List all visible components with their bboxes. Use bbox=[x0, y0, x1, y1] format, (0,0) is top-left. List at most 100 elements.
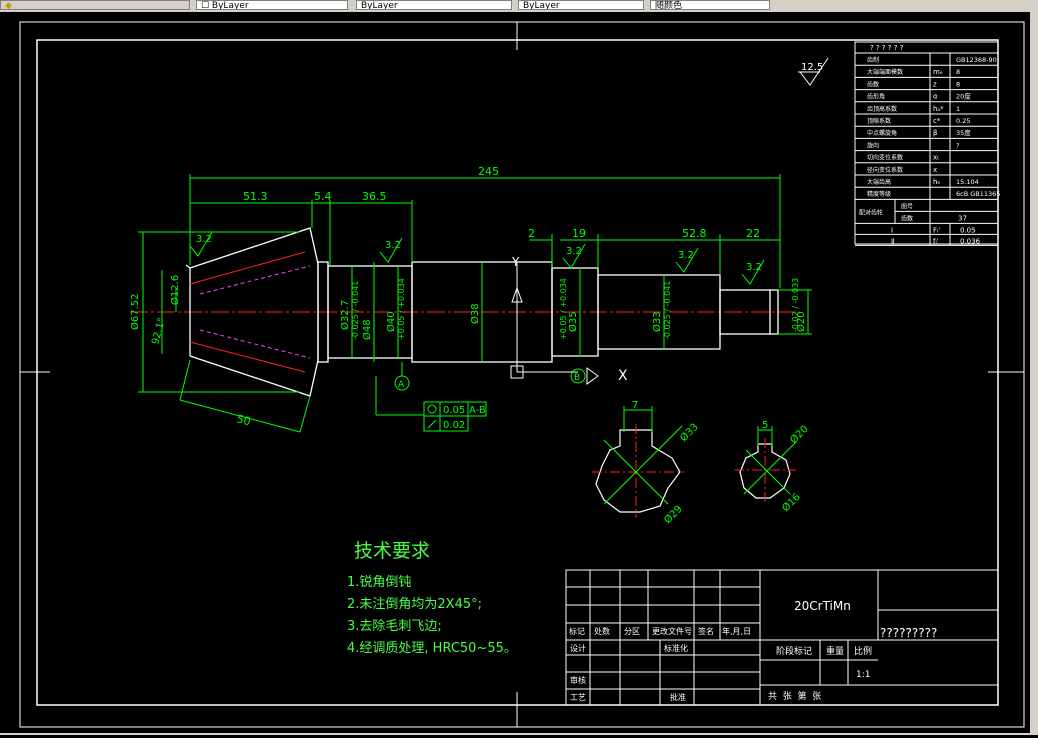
gear-param-symbol: hₑ bbox=[933, 178, 940, 186]
center-marks bbox=[20, 22, 1024, 727]
gear-param-symbol: xₜ bbox=[933, 154, 939, 162]
svg-text:12.5: 12.5 bbox=[801, 62, 823, 73]
dim-52: 52.8 bbox=[682, 227, 707, 240]
dim-19: 19 bbox=[572, 227, 586, 240]
process-label: 工艺 bbox=[570, 693, 586, 702]
dim-dia-35: Ø35 bbox=[567, 311, 579, 332]
rev-label-1: 处数 bbox=[594, 626, 610, 636]
tol-value-2: 0.02 bbox=[443, 420, 465, 431]
title-block-grid bbox=[565, 569, 999, 706]
scale-label: 比例 bbox=[854, 645, 872, 657]
vertical-dimensions bbox=[138, 231, 812, 393]
gear-root-lines bbox=[199, 265, 311, 359]
gear-param-label: 切向变位系数 bbox=[867, 154, 903, 162]
dim-dia-20-tol: -0.02 / -0.033 bbox=[791, 278, 800, 332]
dim-dia-33-tol: -0.025 / -0.041 bbox=[663, 281, 672, 340]
svg-text:7: 7 bbox=[632, 400, 638, 411]
dim-dia-35-tol: +0.05 / +0.034 bbox=[559, 278, 568, 340]
svg-text:Ø20: Ø20 bbox=[788, 423, 811, 446]
gear-param-symbol: c* bbox=[933, 117, 941, 125]
svg-text:B: B bbox=[574, 373, 580, 383]
dim-5: 5.4 bbox=[314, 190, 332, 203]
gear-param-label: 中点螺旋角 bbox=[867, 129, 897, 137]
cad-drawing[interactable]: 12.5 3.2 3.2 3.2 3.2 3.2 bbox=[0, 12, 1030, 734]
rev-label-5: 年,月,日 bbox=[722, 626, 751, 636]
check-symbol: fᵢ' bbox=[933, 237, 939, 245]
rough3-text: 3.2 bbox=[566, 246, 582, 257]
dim-dia-48: Ø48 bbox=[361, 319, 373, 340]
gear-param-symbol: hₐ* bbox=[933, 105, 944, 113]
svg-text:Ø16: Ø16 bbox=[780, 491, 803, 514]
rev-label-3: 更改文件号 bbox=[652, 626, 692, 636]
gear-param-label: 大端端面模数 bbox=[867, 68, 903, 76]
tech-req-item: 3.去除毛刺飞边; bbox=[347, 619, 442, 634]
drawing-canvas[interactable]: 12.5 3.2 3.2 3.2 3.2 3.2 bbox=[0, 12, 1030, 734]
gear-param-value: ? bbox=[956, 141, 959, 149]
tech-requirements-list: 1.锐角倒钝 2.未注倒角均为2X45°; 3.去除毛刺飞边; 4.经调质处理,… bbox=[347, 572, 517, 660]
lineweight-dropdown[interactable]: ByLayer bbox=[518, 0, 644, 10]
gear-param-label: 旋向 bbox=[867, 141, 879, 149]
gear-pitch-lines bbox=[189, 251, 306, 373]
dim-245: 245 bbox=[478, 165, 499, 178]
svg-text:? ? ? ? ? ?: ? ? ? ? ? ? bbox=[870, 44, 904, 52]
gear-param-symbol: mₑ bbox=[933, 68, 943, 76]
dim-50: 50 bbox=[235, 412, 252, 428]
plotstyle-dropdown[interactable]: 随颜色 bbox=[650, 0, 770, 10]
svg-text:Ø33: Ø33 bbox=[678, 421, 701, 444]
material-text: 20CrTiMn bbox=[794, 599, 851, 613]
datum-b: B bbox=[570, 367, 599, 385]
dim-dia-20: Ø20 bbox=[795, 311, 807, 332]
linetype-dropdown[interactable]: ByLayer bbox=[356, 0, 512, 10]
tech-req-item: 4.经调质处理, HRC50~55。 bbox=[347, 641, 517, 656]
section-right: 5 Ø20 Ø16 bbox=[734, 420, 811, 514]
dim-dia-38: Ø38 bbox=[469, 303, 481, 324]
check-group: Ⅰ bbox=[891, 226, 893, 234]
svg-text:Ø29: Ø29 bbox=[662, 503, 685, 526]
gear-param-label: 齿数 bbox=[867, 80, 879, 88]
gear-param-label: 齿制 bbox=[867, 56, 879, 64]
rev-label-2: 分区 bbox=[624, 627, 640, 636]
datum-a: A bbox=[394, 362, 410, 391]
gear-param-label: 顶隙系数 bbox=[867, 117, 891, 125]
svg-text:5: 5 bbox=[762, 420, 768, 431]
roughness-symbol-general: 12.5 bbox=[798, 57, 829, 86]
check-value: 0.036 bbox=[960, 237, 981, 245]
horizontal-dimensions bbox=[179, 174, 781, 433]
gear-param-label: 大端齿高 bbox=[867, 178, 891, 186]
dim-dia-33: Ø33 bbox=[651, 311, 663, 332]
gear-param-symbol: α bbox=[933, 93, 938, 101]
gear-param-value: 20度 bbox=[956, 92, 971, 101]
rev-label-0: 标记 bbox=[569, 626, 585, 636]
outer-border bbox=[19, 21, 1025, 728]
axis-y-label: Y bbox=[511, 255, 520, 269]
review-label: 审核 bbox=[570, 675, 586, 685]
rough4-text: 3.2 bbox=[678, 250, 694, 261]
gear-param-value: 1 bbox=[956, 105, 960, 113]
color-dropdown[interactable]: ☐ ByLayer bbox=[196, 0, 348, 10]
dim-51: 51.3 bbox=[243, 190, 268, 203]
gear-param-symbol: z bbox=[933, 80, 937, 88]
rough2-text: 3.2 bbox=[385, 240, 401, 251]
pair-row2-label: 齿数 bbox=[901, 214, 913, 222]
section-left: 7 Ø33 Ø29 bbox=[592, 400, 701, 526]
check-group: Ⅱ bbox=[891, 237, 894, 245]
dim-36: 36.5 bbox=[362, 190, 387, 203]
dim-22: 22 bbox=[746, 227, 760, 240]
tech-requirements-title: 技术要求 bbox=[354, 540, 431, 562]
scale-value: 1:1 bbox=[856, 670, 870, 680]
stage-label: 阶段标记 bbox=[776, 645, 812, 657]
gear-param-value: 6cB GB11365 bbox=[956, 190, 1000, 198]
vertical-scrollbar[interactable] bbox=[1030, 12, 1038, 735]
approve-label: 批准 bbox=[670, 692, 686, 702]
rough5-text: 3.2 bbox=[746, 262, 762, 273]
horizontal-scrollbar[interactable] bbox=[0, 733, 1038, 735]
gear-param-label: 径向变位系数 bbox=[867, 166, 903, 174]
layer-dropdown[interactable]: ◆ bbox=[0, 0, 190, 10]
tol-value-1: 0.05 bbox=[443, 405, 465, 416]
rev-label-4: 签名 bbox=[698, 626, 714, 636]
dim-angle: 92.1° bbox=[150, 317, 168, 346]
revision-grid bbox=[566, 570, 760, 705]
gear-param-value: 8 bbox=[956, 68, 960, 76]
svg-text:A: A bbox=[398, 380, 405, 390]
ucs-icon bbox=[510, 262, 578, 379]
